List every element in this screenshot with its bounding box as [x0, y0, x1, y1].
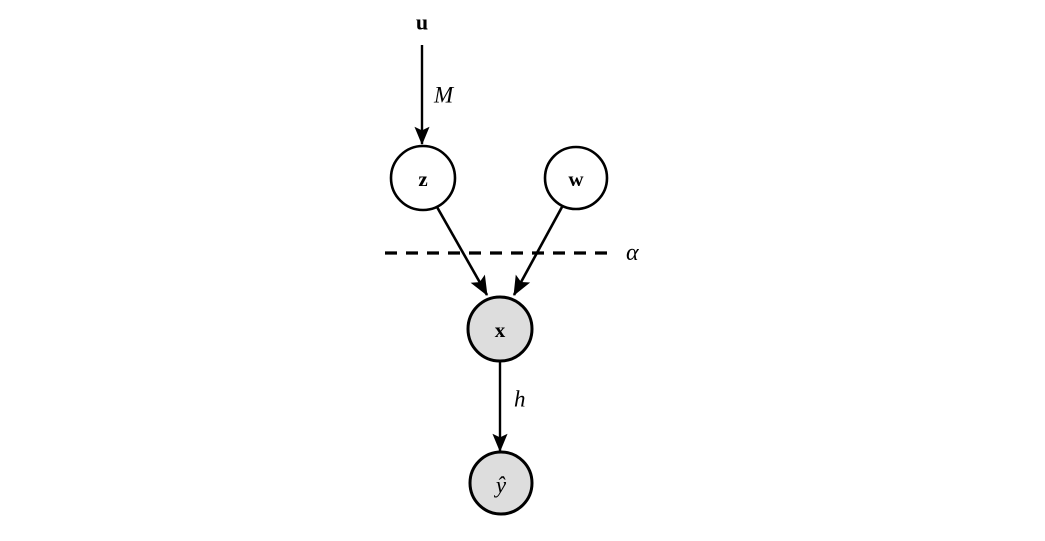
node-label-w: w [568, 167, 584, 191]
node-label-z: z [418, 167, 427, 191]
alpha-cut-line: α [385, 240, 639, 266]
node-circle-yhat[interactable] [468, 450, 534, 516]
edge-x-to-yhat: h [492, 362, 526, 452]
edge-u-to-z: M [414, 45, 455, 145]
node-label-yhat: ŷ [494, 473, 507, 498]
node-yhat[interactable]: ŷ [468, 450, 534, 516]
cut-line-label-alpha: α [626, 240, 639, 266]
edge-z-to-x [435, 206, 489, 296]
edge-label-h: h [514, 387, 526, 412]
node-z[interactable]: z [389, 144, 457, 212]
node-circle-x[interactable] [466, 295, 534, 363]
edge-label-M: M [433, 83, 455, 108]
node-w[interactable]: w [543, 145, 609, 211]
node-x[interactable]: x [466, 295, 534, 363]
node-circle-z[interactable] [389, 144, 457, 212]
edge-w-to-x [512, 206, 564, 296]
node-label-x: x [495, 318, 506, 342]
edge-line-z-to-x [435, 206, 489, 296]
node-circle-w[interactable] [543, 145, 609, 211]
exogenous-node-u: u [416, 10, 428, 35]
edge-line-w-to-x [512, 206, 564, 296]
